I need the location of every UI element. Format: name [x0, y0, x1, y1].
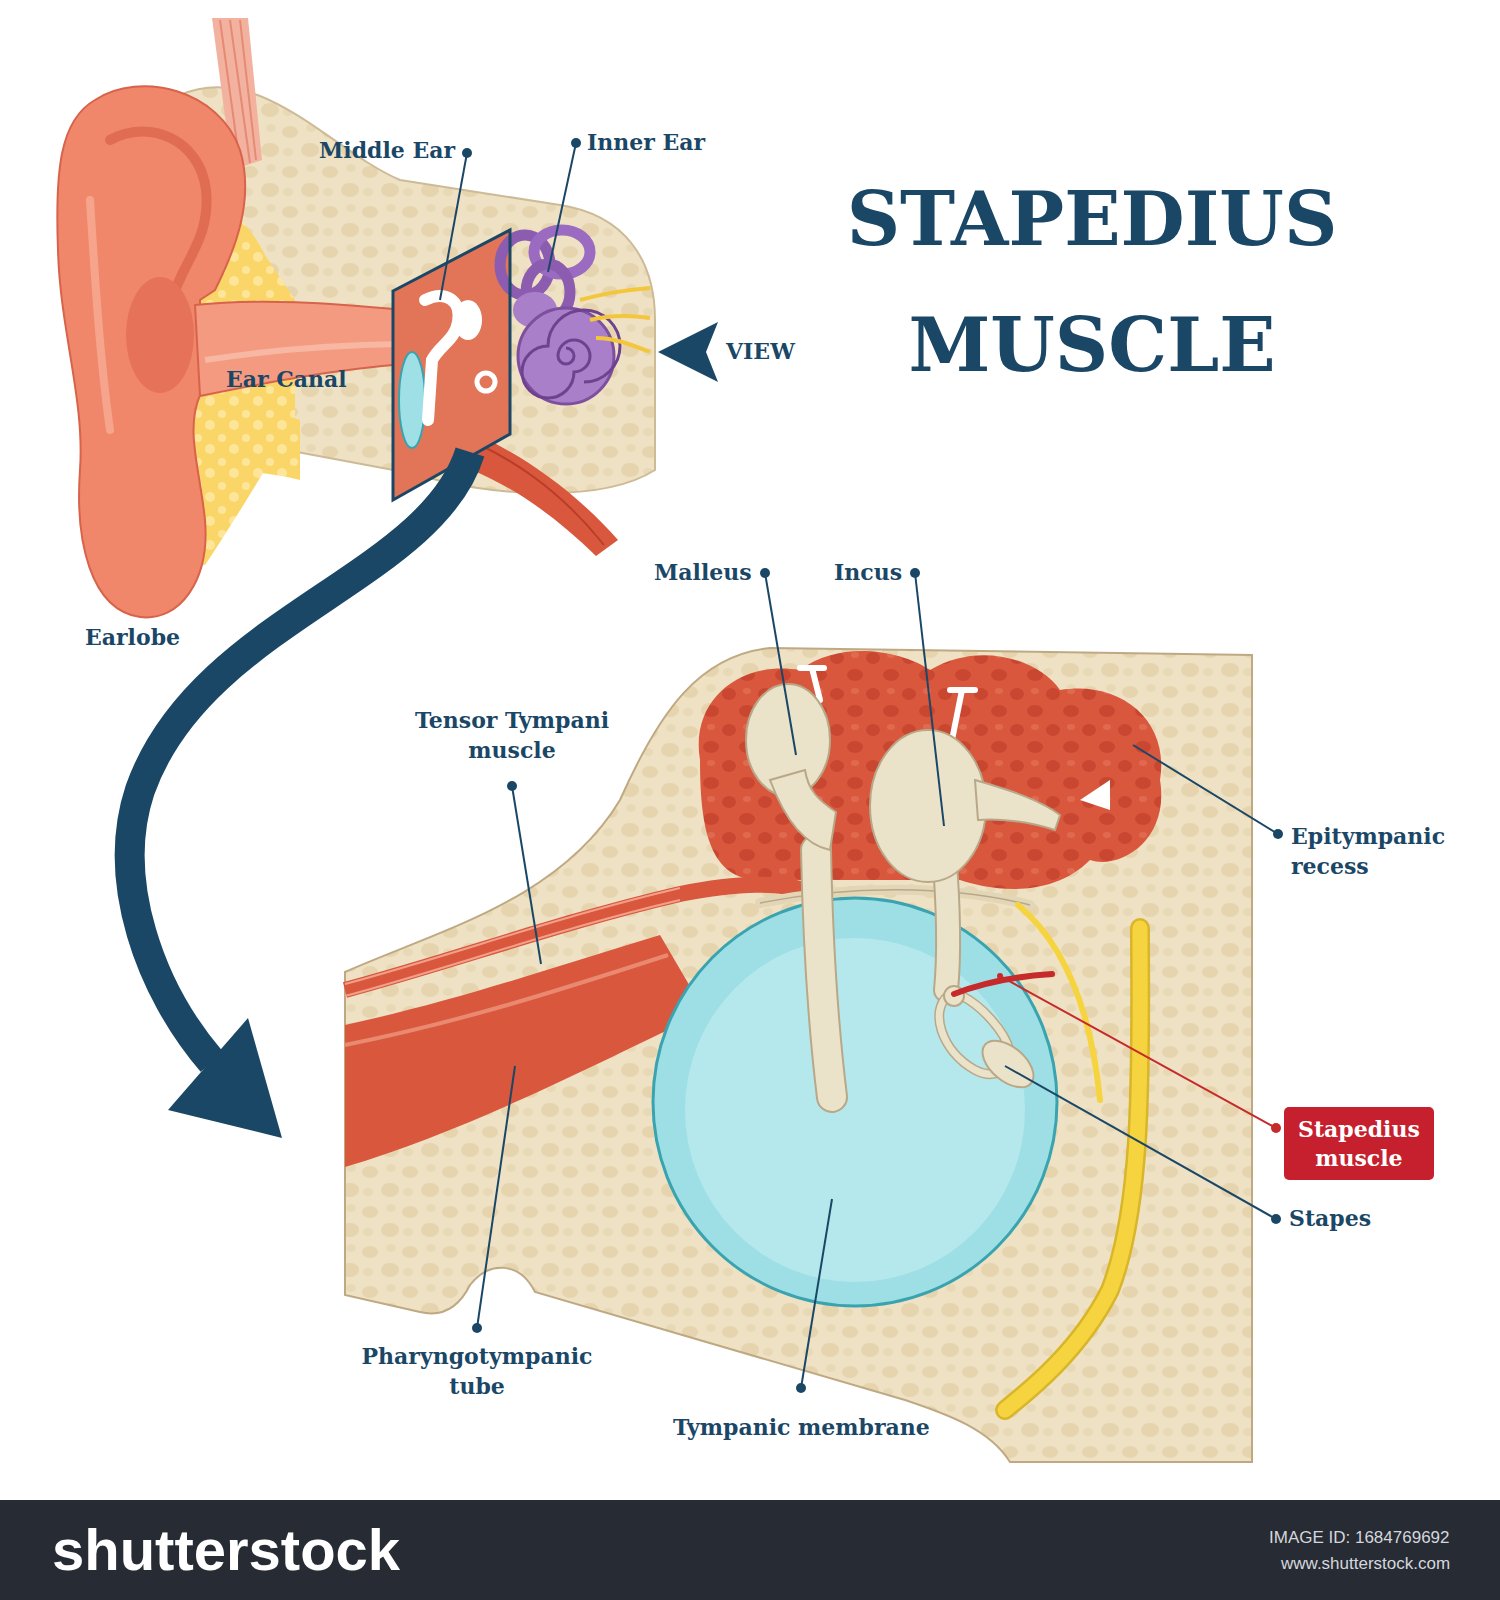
- temporal-bone: [345, 648, 1252, 1462]
- leader-dots: [1273, 829, 1283, 839]
- ear-canal: [195, 302, 404, 396]
- part-label: Tympanic membrane: [673, 1413, 930, 1443]
- leader-lines: [801, 1199, 832, 1388]
- part-label: Stapes: [1289, 1204, 1371, 1234]
- highlight-leader: [997, 973, 1281, 1133]
- part-label: Epitympanic recess: [1291, 822, 1466, 881]
- leader-lines: [1133, 745, 1278, 834]
- watermark-logo: shutterstock: [52, 1518, 400, 1582]
- auricle: [90, 200, 110, 430]
- middle-ear-cavity: [399, 352, 425, 448]
- malleus: [746, 684, 836, 1097]
- tympanic-membrane: [653, 898, 1057, 1306]
- stapes: [939, 986, 1042, 1096]
- malleus: [816, 850, 832, 1097]
- temporal-bone: [345, 648, 1252, 1462]
- part-label: Incus: [834, 558, 902, 588]
- tympanic-annulus: [760, 890, 1030, 905]
- view-arrow: [658, 322, 718, 382]
- part-label: Inner Ear: [587, 128, 705, 158]
- leader-dots: [472, 1323, 482, 1333]
- highlight-box: Stapedius muscle: [1284, 1107, 1434, 1180]
- footer-bar: [0, 1500, 1500, 1600]
- inner-ear: [500, 230, 650, 404]
- view-arrow: [658, 322, 718, 382]
- inner-ear: [522, 310, 620, 398]
- box-label: Stapedius muscle: [1298, 1115, 1420, 1172]
- ligaments: [950, 690, 975, 740]
- leader-dots: [1271, 1214, 1281, 1224]
- incus: [870, 730, 1060, 990]
- facial-nerve: [1005, 905, 1140, 1410]
- leader-dots: [796, 1383, 806, 1393]
- stapes: [974, 1032, 1042, 1097]
- part-label: Earlobe: [85, 623, 180, 653]
- leader-dots: [760, 568, 770, 578]
- highlight-leader: [1271, 1123, 1281, 1133]
- highlight-leader: [997, 973, 1003, 979]
- leader-dots: [462, 148, 472, 158]
- leader-dots: [571, 138, 581, 148]
- auricle: [126, 277, 194, 393]
- inner-ear: [580, 288, 650, 352]
- malleus: [816, 850, 832, 1097]
- middle-ear-cavity: [454, 300, 482, 340]
- leader-lines: [477, 1066, 515, 1328]
- leader-dots: [910, 568, 920, 578]
- tympanic-annulus: [760, 890, 1030, 905]
- facial-nerve: [1005, 928, 1140, 1410]
- leader-lines: [548, 143, 576, 272]
- leader-lines: [915, 573, 944, 826]
- watermark-text: www.shutterstock.com: [1281, 1554, 1450, 1574]
- malleus: [770, 770, 836, 850]
- ligaments: [1080, 780, 1110, 810]
- part-label: Middle Ear: [319, 136, 455, 166]
- middle-ear-cavity: [477, 373, 495, 391]
- watermark-text: IMAGE ID: 1684769692: [1269, 1528, 1450, 1548]
- part-label: Pharyngotympanic tube: [352, 1342, 602, 1401]
- tympanic-annulus: [760, 890, 1030, 905]
- epitympanic-recess: [699, 651, 1162, 889]
- incus: [870, 730, 986, 882]
- part-label: Tensor Tympani muscle: [397, 706, 627, 765]
- incus: [975, 780, 1060, 830]
- part-label: Malleus: [654, 558, 752, 588]
- tensor-tympani-muscle: [345, 888, 680, 996]
- zoom-arrow: [168, 1018, 282, 1138]
- tympanic-membrane: [653, 898, 1057, 1306]
- ear-canal: [195, 302, 404, 396]
- leader-lines: [512, 786, 541, 964]
- leader-lines: [765, 573, 796, 755]
- leader-dots: [507, 781, 517, 791]
- leader-lines: [440, 153, 467, 300]
- ear-canal: [205, 344, 400, 360]
- epitympanic-recess: [699, 651, 1162, 889]
- leader-lines: [1005, 1066, 1276, 1219]
- diagram-title: STAPEDIUS MUSCLE: [742, 156, 1442, 408]
- highlight-leader: [1000, 976, 1276, 1128]
- middle-ear-cavity: [425, 296, 459, 420]
- auricle: [110, 131, 207, 300]
- footer-bar: [0, 1500, 1500, 1600]
- part-label: Ear Canal: [226, 365, 347, 395]
- facial-nerve: [1005, 928, 1140, 1410]
- facial-nerve: [1018, 905, 1100, 1100]
- view-label: VIEW: [726, 337, 795, 367]
